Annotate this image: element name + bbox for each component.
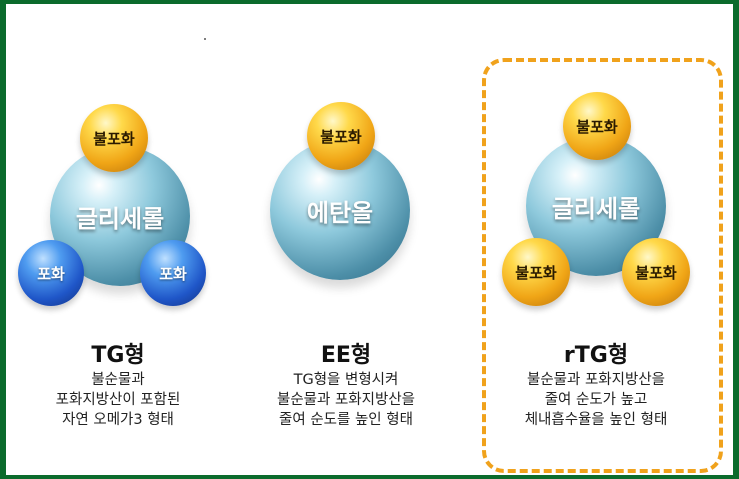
rtg-description-line: 줄여 순도가 높고 <box>476 390 716 410</box>
rtg-title: rTG형 <box>476 337 716 369</box>
tg-description-line: 자연 오메가3 형태 <box>0 410 238 430</box>
rtg-unsaturated-label-right: 불포화 <box>635 262 676 283</box>
rtg-description: 불순물과 포화지방산을 줄여 순도가 높고 체내흡수율을 높인 형태 <box>476 370 716 430</box>
rtg-unsaturated-label-top: 불포화 <box>576 116 617 137</box>
rtg-unsaturated-sphere-right: 불포화 <box>622 238 690 306</box>
rtg-unsaturated-label-left: 불포화 <box>515 262 556 283</box>
ee-unsaturated-label: 불포화 <box>320 126 361 147</box>
ee-ethanol-label: 에탄올 <box>307 193 373 228</box>
rtg-unsaturated-sphere-left: 불포화 <box>502 238 570 306</box>
tg-glycerol-label: 글리세롤 <box>76 199 164 234</box>
tg-saturated-label-right: 포화 <box>159 263 187 284</box>
rtg-unsaturated-sphere-top: 불포화 <box>563 92 631 160</box>
tg-description: 불순물과 포화지방산이 포함된 자연 오메가3 형태 <box>0 370 238 430</box>
rtg-glycerol-label: 글리세롤 <box>552 189 640 224</box>
tg-title: TG형 <box>0 337 238 369</box>
tg-description-line: 불순물과 <box>0 370 238 390</box>
ee-description-line: 줄여 순도를 높인 형태 <box>226 410 466 430</box>
ee-description: TG형을 변형시켜 불순물과 포화지방산을 줄여 순도를 높인 형태 <box>226 370 466 430</box>
tg-saturated-sphere-left: 포화 <box>18 240 84 306</box>
ee-unsaturated-sphere: 불포화 <box>307 102 375 170</box>
tg-saturated-label-left: 포화 <box>37 263 65 284</box>
stray-dot <box>204 38 206 40</box>
tg-description-line: 포화지방산이 포함된 <box>0 390 238 410</box>
ee-title: EE형 <box>226 337 466 369</box>
rtg-description-line: 불순물과 포화지방산을 <box>476 370 716 390</box>
ee-description-line: 불순물과 포화지방산을 <box>226 390 466 410</box>
rtg-description-line: 체내흡수율을 높인 형태 <box>476 410 716 430</box>
tg-saturated-sphere-right: 포화 <box>140 240 206 306</box>
tg-unsaturated-sphere: 불포화 <box>80 104 148 172</box>
ee-description-line: TG형을 변형시켜 <box>226 370 466 390</box>
tg-unsaturated-label: 불포화 <box>93 128 134 149</box>
